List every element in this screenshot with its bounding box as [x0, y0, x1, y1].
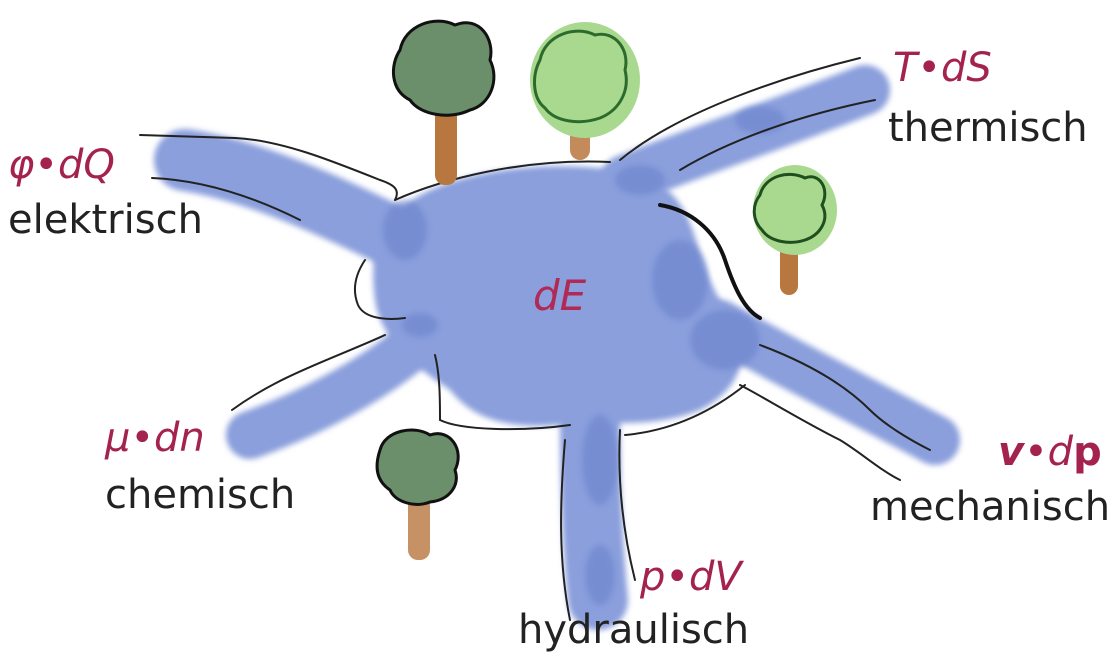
arm-thermal	[625, 90, 865, 180]
label-thermal: thermisch	[888, 108, 1088, 148]
label-mechanical: mechanisch	[870, 487, 1108, 527]
center-formula: dE	[533, 275, 586, 317]
tree-icon	[377, 430, 458, 560]
formula-mechanical: v•dp	[998, 432, 1102, 472]
formula-mechanical-p: p	[1073, 429, 1102, 475]
label-hydraulic: hydraulisch	[518, 610, 749, 650]
tree-icon	[530, 22, 640, 160]
formula-mechanical-d: d	[1048, 429, 1073, 475]
formula-thermal: T•dS	[893, 48, 992, 88]
arm-electric	[185, 160, 410, 245]
tree-icon	[393, 21, 493, 185]
tree-icon	[753, 165, 837, 295]
formula-hydraulic: p•dV	[640, 557, 742, 597]
formula-mechanical-dot: •	[1024, 429, 1048, 475]
formula-chemical: μ•dn	[105, 418, 205, 458]
formula-mechanical-v: v	[998, 429, 1024, 475]
label-electric: elektrisch	[8, 200, 203, 240]
formula-electric: φ•dQ	[8, 145, 115, 185]
label-chemical: chemisch	[105, 475, 295, 515]
